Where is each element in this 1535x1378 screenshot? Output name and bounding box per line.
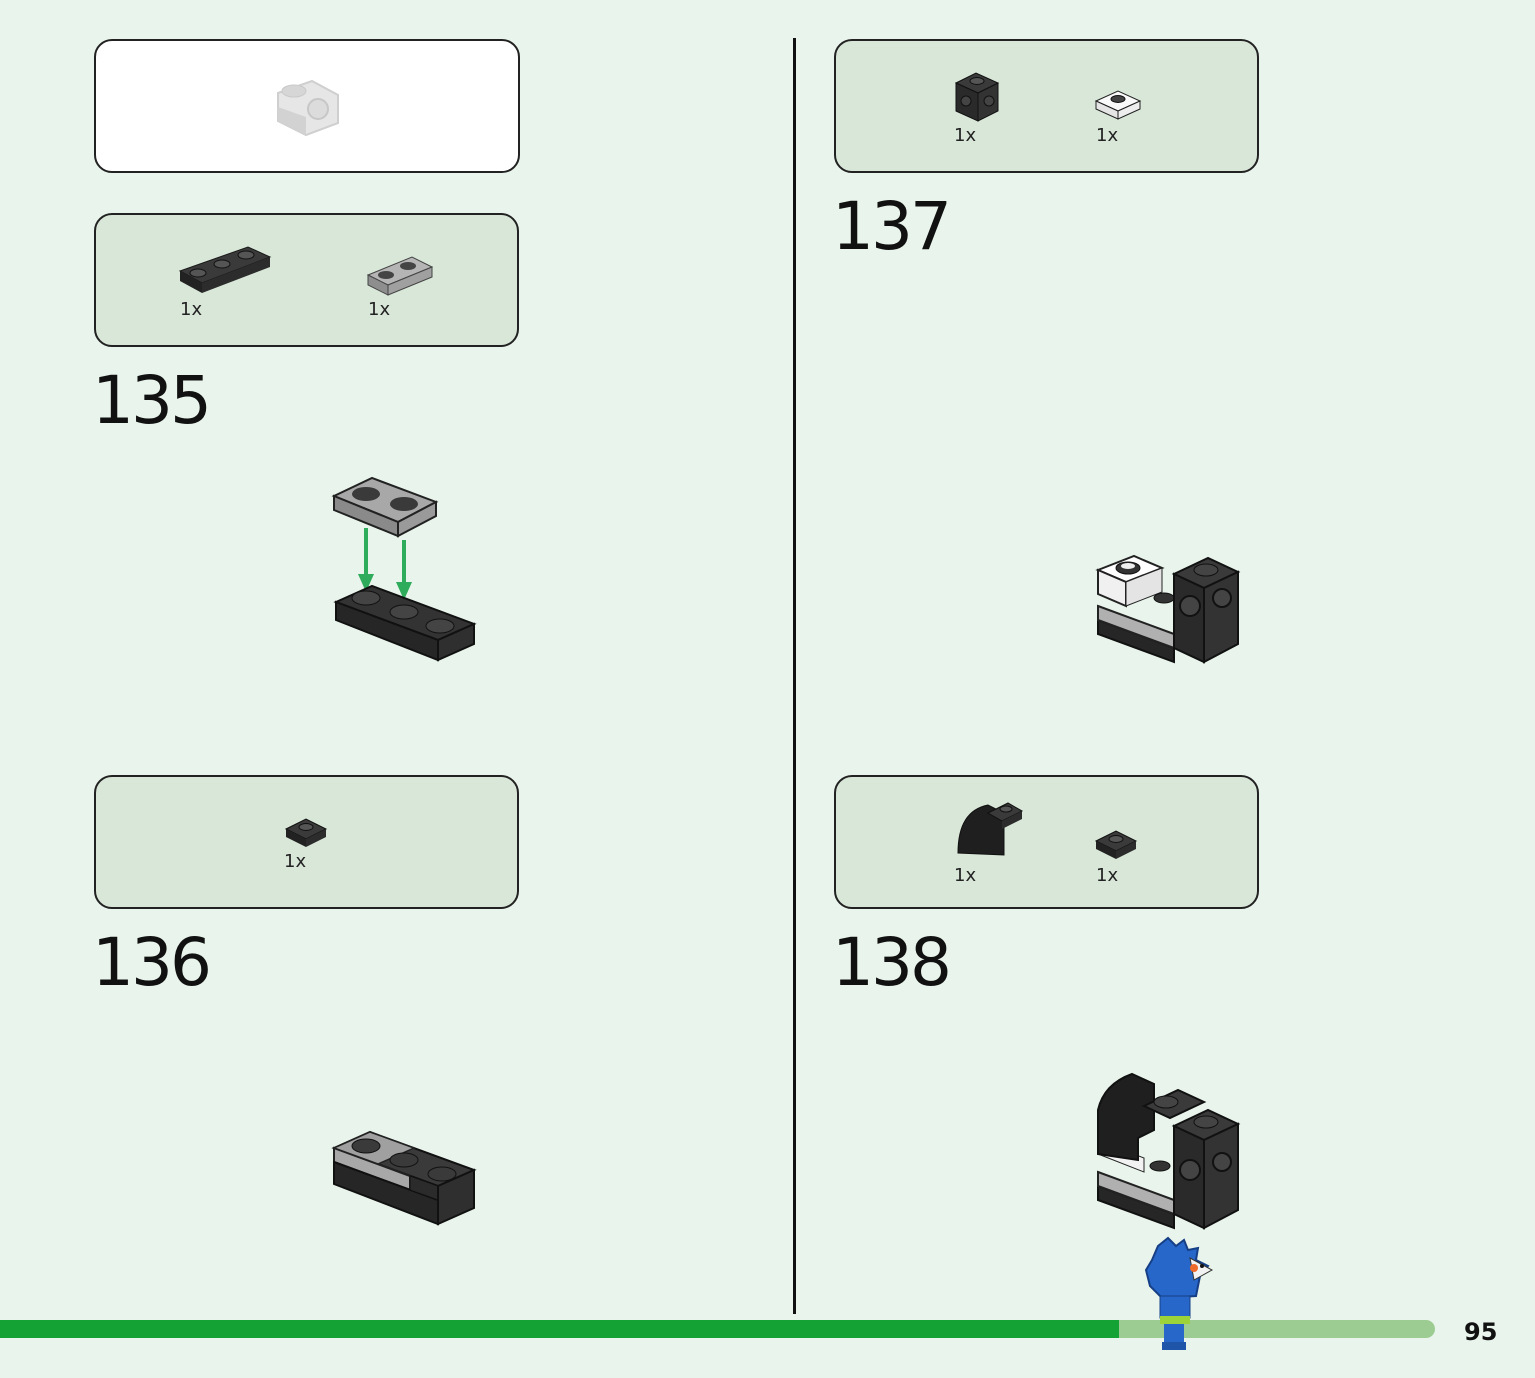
black-1x1-plate-icon — [284, 818, 328, 847]
part-quantity: 1x — [368, 299, 391, 320]
progress-fill — [0, 1320, 1119, 1338]
parts-callout-136: 1x — [94, 775, 519, 909]
step-number: 136 — [92, 924, 212, 1001]
part-quantity: 1x — [954, 125, 977, 146]
hedgehog-mascot-icon — [1144, 1236, 1214, 1350]
parts-callout-138: 1x 1x — [834, 775, 1259, 909]
column-divider — [793, 38, 796, 1314]
part-quantity: 1x — [1096, 125, 1119, 146]
parts-callout-137: 1x 1x — [834, 39, 1259, 173]
previous-step-reference-box — [94, 39, 520, 173]
part-quantity: 1x — [1096, 865, 1119, 886]
part-quantity: 1x — [180, 299, 203, 320]
black-1x3-plate-icon — [178, 246, 272, 293]
step-138-assembly-illustration — [1097, 1072, 1241, 1230]
step-135-assembly-illustration — [331, 476, 477, 662]
step-136-assembly-illustration — [331, 1130, 477, 1226]
grey-1x2-plate-icon — [366, 256, 434, 296]
step-137-assembly-illustration — [1095, 554, 1241, 664]
page-number: 95 — [1464, 1318, 1498, 1346]
parts-callout-135: 1x 1x — [94, 213, 519, 347]
step-number: 138 — [832, 924, 952, 1001]
black-brick-studs-on-side-icon — [954, 72, 1000, 122]
part-quantity: 1x — [954, 865, 977, 886]
part-quantity: 1x — [284, 851, 307, 872]
black-curved-slope-icon — [957, 802, 1024, 856]
previous-model-ghost-icon — [277, 79, 339, 137]
step-number: 135 — [92, 362, 212, 439]
step-number: 137 — [832, 188, 952, 265]
white-1x1-round-plate-icon — [1094, 90, 1142, 120]
black-1x1-plate-icon — [1094, 830, 1138, 859]
